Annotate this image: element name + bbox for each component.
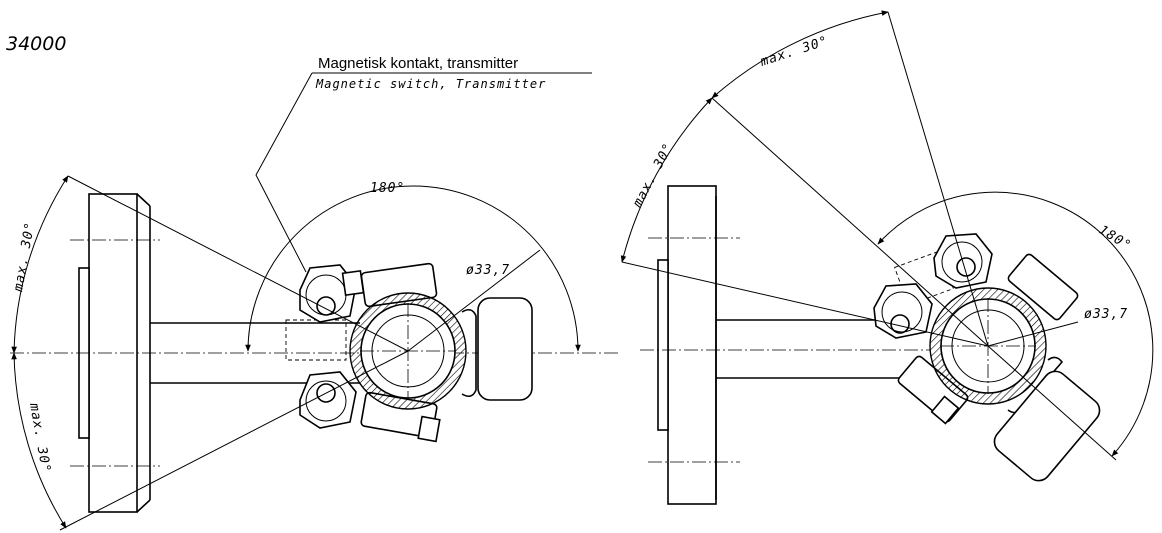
left-angle-bottom-label: max. 30° [26, 401, 53, 474]
right-180-arc [877, 191, 1154, 457]
left-angle-arc-bottom [11, 352, 67, 529]
left-arc-label: 180° [370, 181, 405, 196]
callout-label-en: Magnetic switch, Transmitter [315, 77, 546, 91]
left-hex-nut-lower [299, 371, 357, 429]
callout-label-no: Magnetisk kontakt, transmitter [318, 55, 518, 72]
left-angle-arc-top [11, 175, 69, 354]
drawing-number: 34000 [6, 33, 66, 55]
right-arc-label: 180° [1096, 223, 1134, 254]
right-view: max. 30° max. 30° 180° ø33,7 [620, 10, 1154, 505]
left-180-arc [245, 185, 581, 352]
callout-leader [255, 72, 313, 273]
left-diameter-label: ø33,7 [466, 263, 510, 278]
left-angle-top-label: max. 30° [11, 221, 38, 294]
right-diameter-label: ø33,7 [1084, 307, 1128, 322]
left-transmitter [477, 297, 533, 401]
right-angle-inner-label: max. 30° [758, 34, 831, 70]
right-flange [667, 185, 717, 505]
right-angle-arc-inner [711, 10, 889, 99]
right-angle-arc-outer [620, 97, 713, 263]
callout: Magnetisk kontakt, transmitter Magnetic … [255, 55, 592, 273]
left-view: max. 30° max. 30° 180° ø33,7 [10, 175, 620, 531]
left-clamp [461, 308, 477, 398]
